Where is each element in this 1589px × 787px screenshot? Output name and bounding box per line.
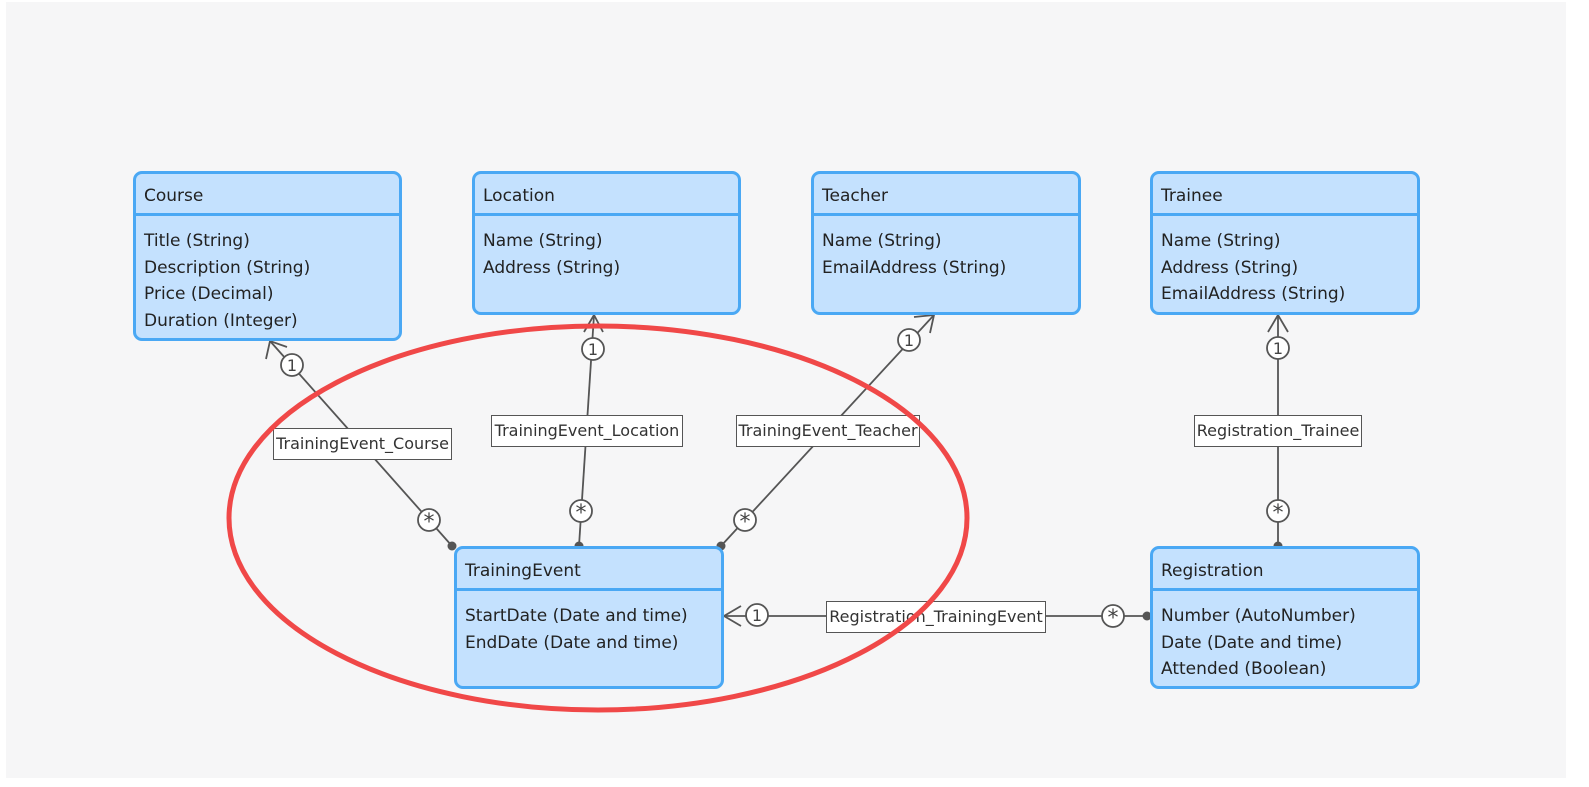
attribute-item: Address (String) [483, 257, 621, 278]
entity-attributes: Name (String) EmailAddress (String) [814, 216, 1078, 281]
attribute-item: Title (String) [144, 231, 250, 251]
entity-trainee[interactable]: Trainee Name (String) Address (String) E… [1150, 171, 1420, 315]
diagram-canvas: 1 * 1 * 1 * [6, 2, 1566, 778]
multiplicity-one-text: 1 [752, 606, 762, 625]
multiplicity-one-text: 1 [588, 340, 598, 359]
association-label-training-event-course[interactable]: TrainingEvent_Course [273, 428, 452, 460]
multiplicity-many-badge [1101, 604, 1125, 628]
attribute-item: Attended (Boolean) [1161, 659, 1327, 679]
multiplicity-one-text: 1 [904, 331, 914, 350]
entity-attributes: Number (AutoNumber) Date (Date and time)… [1153, 591, 1417, 683]
association-label-registration-training-event[interactable]: Registration_TrainingEvent [826, 601, 1046, 633]
attribute-item: EmailAddress (String) [1161, 284, 1346, 304]
entity-attributes: Name (String) Address (String) [475, 216, 738, 281]
entity-title: Registration [1153, 549, 1417, 591]
entity-attributes: StartDate (Date and time) EndDate (Date … [457, 591, 721, 656]
entity-registration[interactable]: Registration Number (AutoNumber) Date (D… [1150, 546, 1420, 689]
attribute-item: StartDate (Date and time) [465, 606, 688, 626]
attribute-item: Date (Date and time) [1161, 632, 1343, 653]
attribute-item: Price (Decimal) [144, 284, 274, 304]
entity-title: Location [475, 174, 738, 216]
entity-title: Course [136, 174, 399, 216]
entity-attributes: Name (String) Address (String) EmailAddr… [1153, 216, 1417, 308]
association-end-dot [1142, 611, 1152, 621]
multiplicity-many-text: * [740, 510, 751, 535]
multiplicity-many-text: * [1108, 606, 1119, 631]
entity-title: Trainee [1153, 174, 1417, 216]
attribute-item: Name (String) [822, 231, 942, 251]
multiplicity-many-text: * [1273, 501, 1284, 526]
attribute-item: Name (String) [483, 231, 603, 251]
multiplicity-many-badge [1266, 499, 1290, 523]
entity-location[interactable]: Location Name (String) Address (String) [472, 171, 741, 315]
multiplicity-one-text: 1 [1273, 339, 1283, 358]
attribute-item: Name (String) [1161, 231, 1281, 251]
multiplicity-one-badge [1266, 336, 1290, 360]
attribute-item: Duration (Integer) [144, 310, 298, 331]
entity-course[interactable]: Course Title (String) Description (Strin… [133, 171, 402, 341]
attribute-item: Description (String) [144, 257, 311, 278]
multiplicity-one-text: 1 [287, 356, 297, 375]
entity-title: Teacher [814, 174, 1078, 216]
attribute-item: EndDate (Date and time) [465, 632, 679, 653]
attribute-item: EmailAddress (String) [822, 257, 1007, 278]
entity-training-event[interactable]: TrainingEvent StartDate (Date and time) … [454, 546, 724, 689]
navigable-arrowhead-icon [1267, 313, 1289, 333]
association-label-training-event-teacher[interactable]: TrainingEvent_Teacher [736, 415, 920, 447]
multiplicity-many-text: * [576, 501, 587, 526]
attribute-item: Number (AutoNumber) [1161, 606, 1356, 626]
attribute-item: Address (String) [1161, 257, 1299, 278]
entity-title: TrainingEvent [457, 549, 721, 591]
association-label-training-event-location[interactable]: TrainingEvent_Location [491, 415, 683, 447]
multiplicity-many-text: * [424, 510, 435, 535]
entity-attributes: Title (String) Description (String) Pric… [136, 216, 399, 334]
entity-teacher[interactable]: Teacher Name (String) EmailAddress (Stri… [811, 171, 1081, 315]
association-label-registration-trainee[interactable]: Registration_Trainee [1194, 415, 1362, 447]
